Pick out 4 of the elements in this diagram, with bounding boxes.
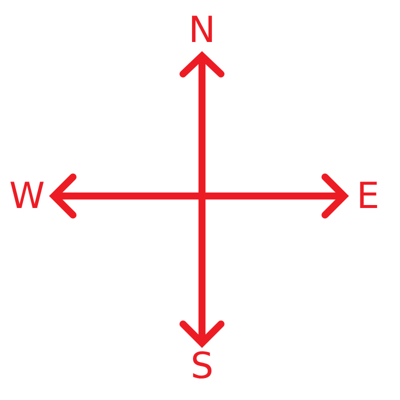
direction-label: N xyxy=(188,13,216,49)
direction-label: W xyxy=(9,179,45,215)
direction-label: E xyxy=(356,179,380,215)
direction-label: S xyxy=(190,349,214,385)
